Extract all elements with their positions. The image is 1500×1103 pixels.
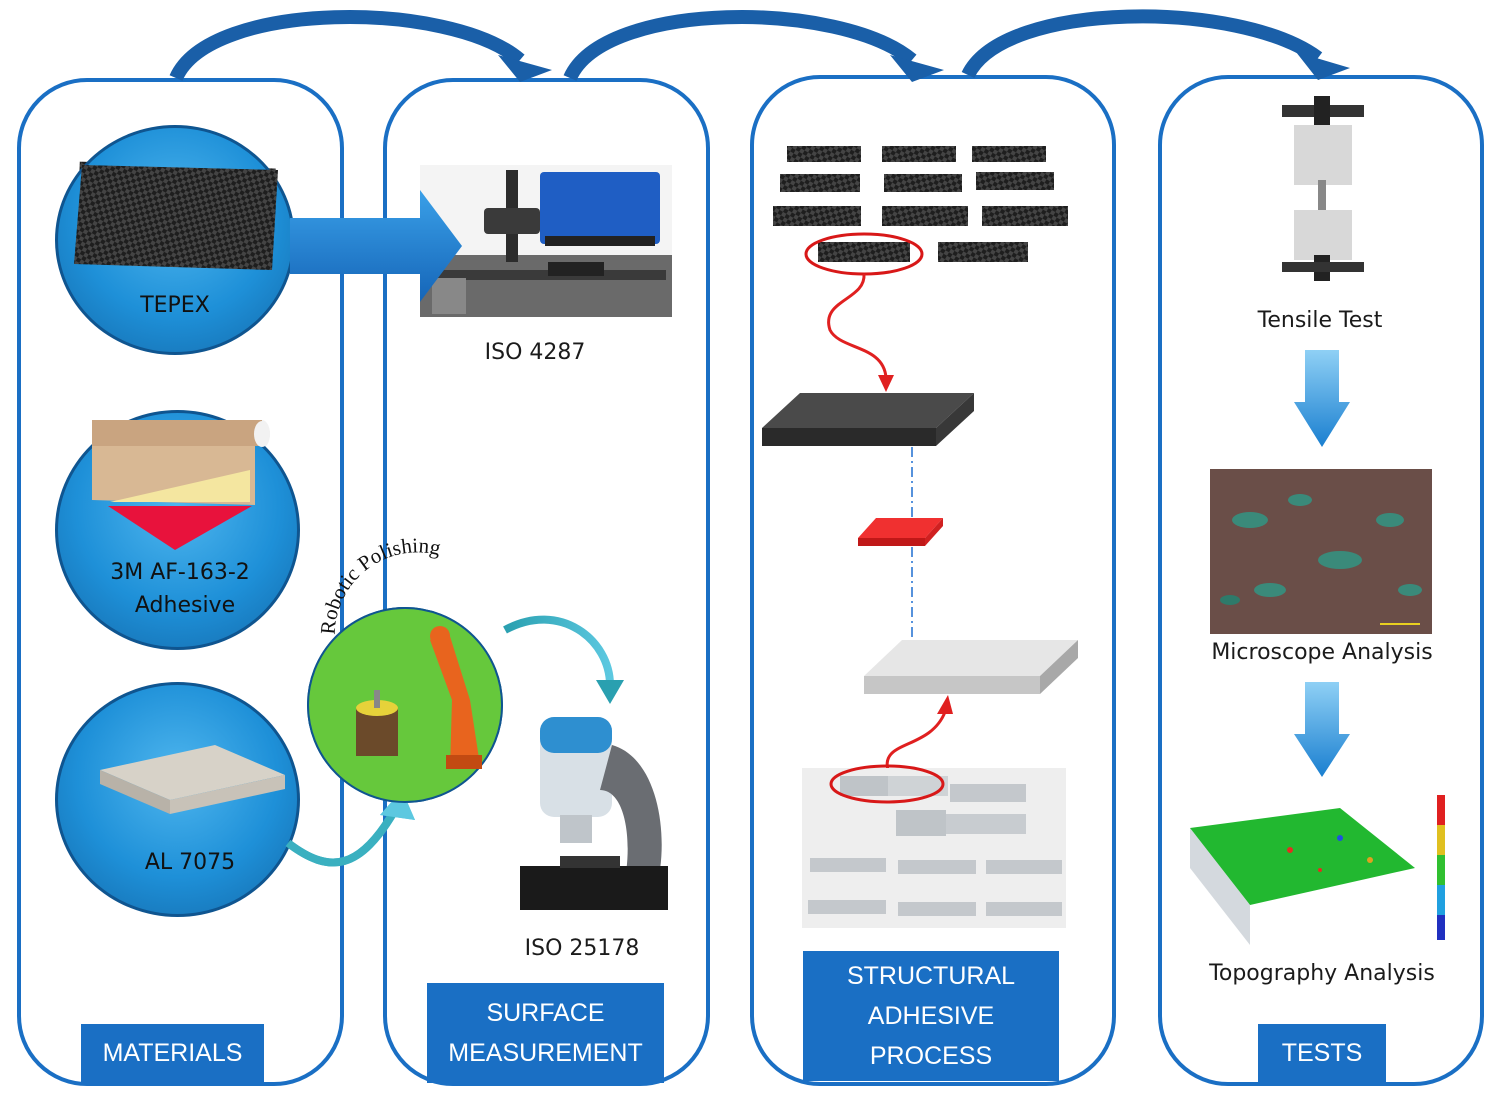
svg-text:Robotic Polishing: Robotic Polishing [316, 533, 444, 635]
label-surface-line1: SURFACE [486, 999, 605, 1027]
topography-image [1190, 795, 1445, 945]
caption-adhesive: Adhesive [134, 593, 236, 618]
curved-arrow-polishing-to-microscope [503, 615, 624, 704]
label-process-line1: STRUCTURAL [846, 962, 1016, 990]
adhesive-roll-overlay [92, 420, 270, 550]
bonded-joints-photo [802, 764, 1066, 928]
block-arrow-down-2 [1294, 682, 1350, 777]
al-block-overlay [100, 745, 285, 814]
caption-tepex: TEPEX [140, 293, 210, 318]
curved-flow-arrow-1 [169, 10, 552, 82]
aluminium-plate [864, 640, 1078, 694]
label-process-line3: PROCESS [869, 1042, 993, 1070]
label-process-line2: ADHESIVE [867, 1002, 995, 1030]
carbon-specimens [773, 146, 1068, 276]
caption-iso-4287: ISO 4287 [484, 340, 586, 365]
microscope-analysis-image [1210, 469, 1432, 634]
label-materials-text: MATERIALS [102, 1039, 243, 1067]
label-surface-measurement: SURFACE MEASUREMENT [427, 983, 664, 1083]
composite-plate [762, 393, 974, 446]
tensile-machine-image [1282, 96, 1364, 281]
caption-topography-analysis: Topography Analysis [1209, 961, 1435, 986]
caption-iso-25178: ISO 25178 [524, 936, 640, 961]
microscope-image [520, 717, 668, 910]
caption-al7075: AL 7075 [144, 850, 236, 875]
robotic-circle-overlay [307, 607, 503, 803]
curved-flow-arrow-3 [961, 9, 1350, 80]
label-materials: MATERIALS [81, 1024, 264, 1082]
caption-tensile-test: Tensile Test [1257, 308, 1383, 333]
curved-arrow-al-overlay [285, 790, 415, 867]
profilometer-image [420, 165, 672, 317]
caption-microscope-analysis: Microscope Analysis [1211, 640, 1433, 665]
caption-3m-adhesive: 3M AF-163-2 [110, 560, 250, 585]
label-structural-adhesive-process: STRUCTURAL ADHESIVE PROCESS [803, 951, 1059, 1081]
block-arrow-right-overlay [290, 190, 462, 302]
red-arrow-specimen-to-plate [827, 273, 894, 392]
tepex-carbon-sample [74, 165, 278, 270]
label-surface-line2: MEASUREMENT [448, 1039, 643, 1067]
label-tests-text: TESTS [1281, 1039, 1363, 1067]
adhesive-film [858, 518, 943, 546]
red-arrow-joint-to-plate [885, 695, 953, 771]
robotic-polishing-label: Robotic Polishing [316, 533, 444, 635]
curved-flow-arrow-2 [563, 10, 944, 82]
block-arrow-down-1 [1294, 350, 1350, 447]
label-tests: TESTS [1258, 1024, 1386, 1082]
